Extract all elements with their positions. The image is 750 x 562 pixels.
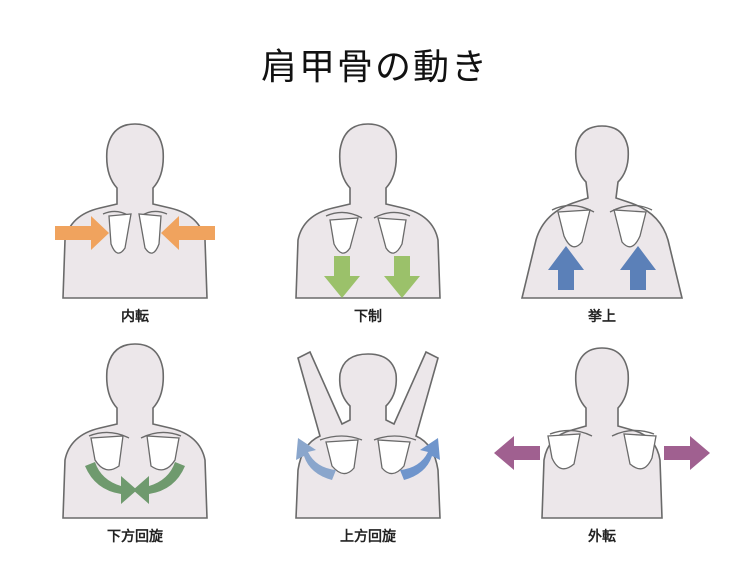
panel-downward-rotation: 下方回旋	[25, 340, 245, 550]
label-upward-rotation: 上方回旋	[340, 529, 396, 545]
label-depression: 下制	[354, 309, 382, 325]
arrow-outward-left-icon	[494, 436, 540, 470]
arrow-down-right-icon	[384, 256, 420, 298]
panel-adduction: 内転	[25, 120, 245, 330]
figure-abduction	[494, 347, 710, 519]
arrow-up-left-icon	[548, 246, 584, 290]
curved-arrow-right-icon	[133, 462, 185, 504]
arrow-left-icon	[55, 216, 109, 250]
curved-arrow-up-left-icon	[296, 438, 336, 480]
label-downward-rotation: 下方回旋	[107, 529, 163, 545]
figure-depression	[295, 123, 441, 299]
figure-adduction	[55, 123, 215, 299]
panel-elevation: 挙上	[492, 120, 712, 330]
figure-upward-rotation	[295, 350, 441, 519]
arrow-outward-right-icon	[664, 436, 710, 470]
arrow-up-right-icon	[620, 246, 656, 290]
arrow-down-left-icon	[324, 256, 360, 298]
curved-arrow-up-right-icon	[400, 438, 440, 480]
panel-abduction: 外転	[492, 340, 712, 550]
label-adduction: 内転	[121, 309, 149, 325]
figure-downward-rotation	[62, 343, 208, 519]
label-abduction: 外転	[588, 529, 616, 545]
panel-depression: 下制	[258, 120, 478, 330]
label-elevation: 挙上	[588, 309, 616, 325]
curved-arrow-left-icon	[85, 462, 137, 504]
figure-elevation	[520, 125, 684, 299]
panel-upward-rotation: 上方回旋	[258, 340, 478, 550]
arrow-right-icon	[161, 216, 215, 250]
page-title: 肩甲骨の動き	[260, 47, 489, 88]
